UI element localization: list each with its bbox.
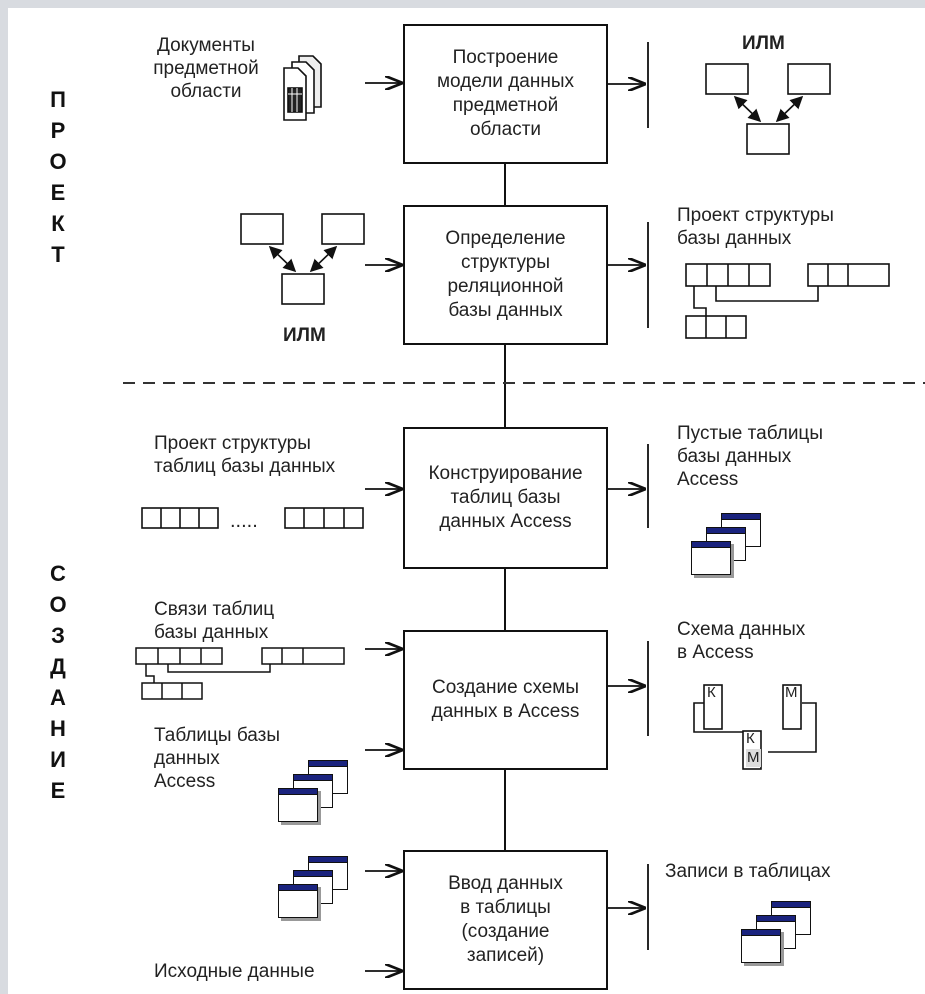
records-icon (736, 901, 811, 971)
window-title-bar (757, 916, 795, 922)
section-letter: Е (50, 778, 66, 803)
window-title-bar (772, 902, 810, 908)
input-label-dots: ..... (230, 510, 258, 532)
section-letter: П (50, 87, 66, 112)
step-box-schema: Создание схемы данных в Access (403, 630, 608, 770)
section-letter: З (51, 623, 65, 648)
step-label: Построение модели данных предметной обла… (436, 47, 574, 140)
window-title-bar (692, 542, 730, 548)
input-label-documents: Документы предметной области (153, 35, 259, 102)
step-label: Создание схемы данных в Access (431, 677, 580, 722)
output-label-db-project: Проект структуры базы данных (677, 205, 834, 249)
section-letter: Н (50, 716, 66, 741)
section-letter: О (49, 592, 67, 617)
input-label-tables: Таблицы базы данных Access (154, 725, 281, 792)
step-box-construct: Конструирование таблиц базы данных Acces… (403, 427, 608, 569)
input-label-table-project: Проект структуры таблиц базы данных (154, 433, 336, 477)
documents-icon (283, 55, 322, 121)
input-label-links: Связи таблиц базы данных (154, 599, 275, 643)
section-letter: С (50, 561, 66, 586)
input-label-ilm: ИЛМ (283, 325, 326, 346)
step-box-input: Ввод данных в таблицы (создание записей) (403, 850, 608, 990)
step-box-model: Построение модели данных предметной обла… (403, 24, 608, 164)
window-icon (741, 929, 781, 963)
step-box-structure: Определение структуры реляционной базы д… (403, 205, 608, 345)
section-letter: Р (50, 118, 66, 143)
schema-key-m2: М (746, 749, 761, 767)
schema-key-k1: К (707, 684, 716, 701)
db-structure-diagram (685, 263, 890, 339)
section-letter: Т (51, 242, 65, 267)
output-label-ilm: ИЛМ (742, 33, 785, 54)
section-letter: А (50, 685, 66, 710)
table-project-diagram (141, 507, 364, 529)
step-label: Конструирование таблиц базы данных Acces… (428, 463, 583, 532)
window-title-bar (722, 514, 760, 520)
step-label: Ввод данных в таблицы (создание записей) (448, 873, 563, 966)
output-label-empty-tables: Пустые таблицы базы данных Access (677, 423, 823, 490)
window-icon (278, 788, 318, 822)
output-label-records: Записи в таблицах (665, 861, 831, 882)
table-links-diagram (135, 647, 345, 700)
input-label-source: Исходные данные (154, 961, 315, 982)
section-letter: К (51, 211, 65, 236)
step-label: Определение структуры реляционной базы д… (445, 228, 566, 321)
section-letter: О (49, 149, 67, 174)
ilm-diagram-output (705, 63, 831, 155)
section-letter: Д (50, 654, 66, 679)
window-title-bar (279, 885, 317, 891)
section-letter: Е (50, 180, 66, 205)
schema-key-m1: М (785, 684, 798, 701)
window-title-bar (707, 528, 745, 534)
window-title-bar (309, 857, 347, 863)
window-icon (691, 541, 731, 575)
output-label-schema: Схема данных в Access (677, 619, 806, 663)
section-letter: И (50, 747, 66, 772)
schema-key-k2: К (746, 730, 755, 747)
window-title-bar (742, 930, 780, 936)
window-title-bar (294, 871, 332, 877)
window-title-bar (279, 789, 317, 795)
access-tables-icon (273, 760, 348, 830)
window-icon (278, 884, 318, 918)
input-tables-icon (273, 856, 348, 926)
empty-tables-icon (686, 513, 761, 583)
window-title-bar (309, 761, 347, 767)
window-title-bar (294, 775, 332, 781)
ilm-diagram-input (240, 213, 365, 305)
